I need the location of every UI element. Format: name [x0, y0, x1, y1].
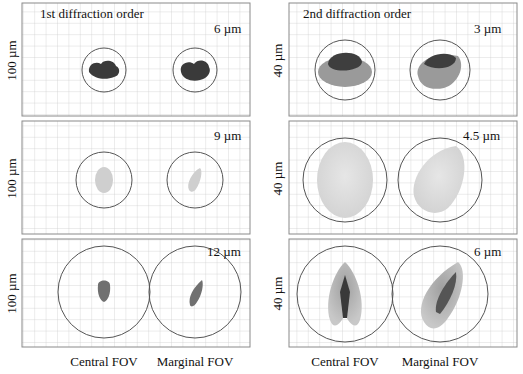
- spot-size-text: 3 µm: [474, 21, 501, 36]
- spot-size: 12 µm: [207, 244, 241, 259]
- spot-size-text: 4.5 µm: [463, 128, 500, 143]
- scale-label: 100 µm: [4, 273, 19, 313]
- scale-label-text: 100 µm: [4, 273, 19, 313]
- column-label: Central FOV: [70, 354, 138, 369]
- spot-size: 3 µm: [474, 21, 501, 36]
- scale-label-text: 40 µm: [270, 276, 285, 310]
- spot-size-text: 12 µm: [207, 244, 241, 259]
- scale-label: 100 µm: [4, 40, 19, 80]
- scale-label-text: 40 µm: [270, 43, 285, 77]
- column-label-text: Central FOV: [70, 354, 138, 369]
- scale-label-text: 100 µm: [4, 158, 19, 198]
- column-label: Marginal FOV: [157, 354, 234, 369]
- column-label-text: Marginal FOV: [402, 354, 479, 369]
- column-label-text: Marginal FOV: [157, 354, 234, 369]
- spot-shapes: [89, 53, 465, 329]
- scale-label: 40 µm: [270, 276, 285, 310]
- scale-label: 40 µm: [270, 43, 285, 77]
- spot-size: 6 µm: [214, 21, 241, 36]
- column-label: Central FOV: [311, 354, 379, 369]
- panel-title-text: 1st diffraction order: [40, 6, 144, 21]
- panel-title: 1st diffraction order: [40, 6, 144, 21]
- spot-size-text: 6 µm: [474, 244, 501, 259]
- panel-title: 2nd diffraction order: [303, 6, 411, 21]
- spot-size-text: 9 µm: [214, 128, 241, 143]
- scale-label: 40 µm: [270, 161, 285, 195]
- column-label-text: Central FOV: [311, 354, 379, 369]
- spot-size: 6 µm: [474, 244, 501, 259]
- airy-circles: [58, 40, 488, 342]
- scale-label: 100 µm: [4, 158, 19, 198]
- spot-size: 4.5 µm: [463, 128, 500, 143]
- spot-size-text: 6 µm: [214, 21, 241, 36]
- scale-label-text: 40 µm: [270, 161, 285, 195]
- scale-label-text: 100 µm: [4, 40, 19, 80]
- spot-size: 9 µm: [214, 128, 241, 143]
- panel-title-text: 2nd diffraction order: [303, 6, 411, 21]
- column-label: Marginal FOV: [402, 354, 479, 369]
- grid-panels: [22, 3, 517, 347]
